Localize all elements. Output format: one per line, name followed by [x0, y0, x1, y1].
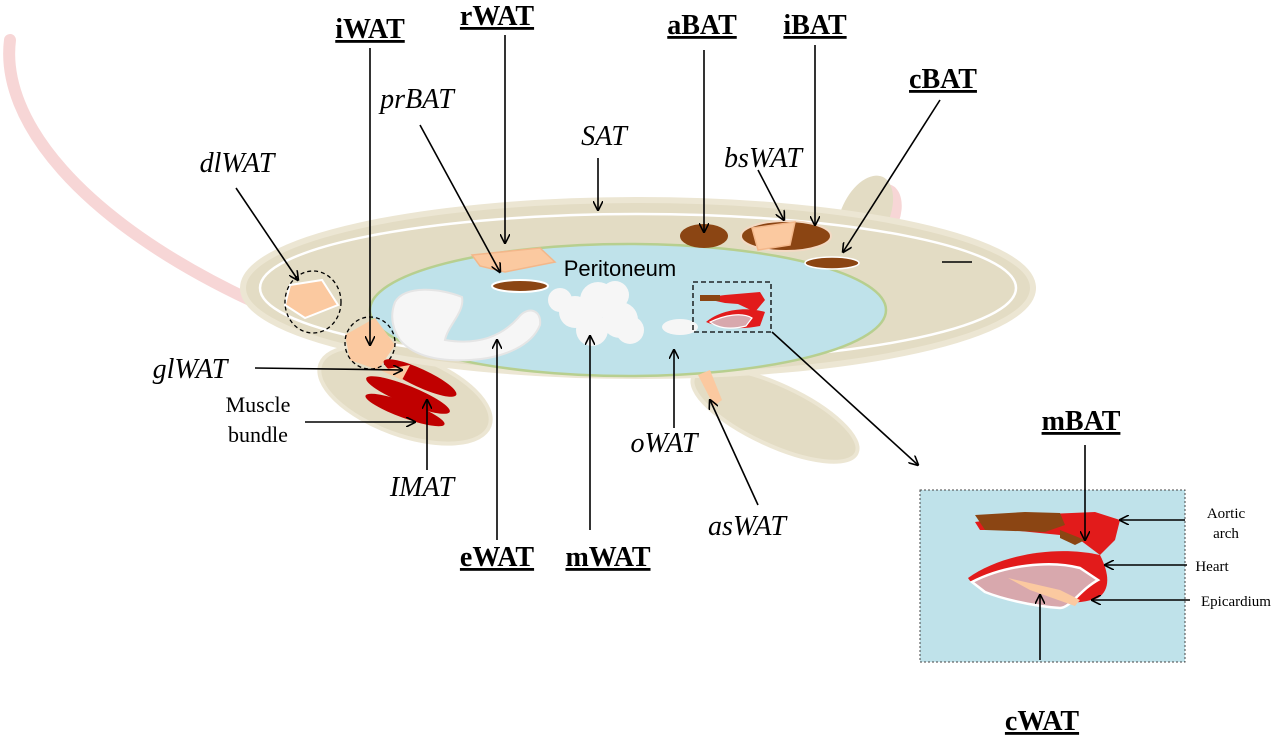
arrow-aswat: [710, 400, 759, 506]
abat-depot: [680, 224, 728, 248]
label-iwat: iWAT: [335, 14, 405, 45]
label-peritoneum: Peritoneum: [564, 256, 677, 281]
arrow-cbat: [843, 99, 941, 252]
mouse-tail: [3, 34, 256, 306]
prbat-depot: [491, 279, 549, 293]
arrow-prbat: [419, 124, 500, 272]
ewat-depot: [391, 288, 542, 362]
owat-depot: [662, 319, 698, 335]
cbat-depot: [804, 256, 860, 270]
label-muscle-bundle-line1: Muscle: [226, 392, 291, 417]
mwat-depot: [548, 281, 644, 346]
label-aortic-arch-line2: arch: [1213, 526, 1239, 542]
label-dlwat: dlWAT: [200, 148, 277, 179]
label-abat: aBAT: [667, 10, 737, 41]
heart-large: [968, 512, 1120, 610]
dlwat-highlight: [284, 270, 342, 334]
label-ibat: iBAT: [783, 10, 847, 41]
arrow-bswat: [757, 169, 784, 220]
label-rwat: rWAT: [460, 1, 534, 32]
label-mwat: mWAT: [565, 542, 650, 573]
label-sat: SAT: [581, 121, 629, 152]
heart-small: [700, 292, 765, 329]
label-owat: oWAT: [630, 428, 699, 459]
label-ewat: eWAT: [460, 542, 534, 573]
arrow-glwat: [254, 368, 402, 370]
aswat-depot: [698, 370, 722, 406]
dlwat-depot: [283, 278, 340, 320]
label-glwat: glWAT: [153, 354, 230, 385]
label-heart: Heart: [1195, 559, 1229, 575]
label-epicardium: Epicardium: [1201, 594, 1271, 610]
label-aortic-arch-line1: Aortic: [1207, 506, 1246, 522]
label-bswat: bsWAT: [724, 143, 804, 174]
label-imat: IMAT: [389, 472, 457, 503]
label-mbat: mBAT: [1042, 406, 1121, 437]
arrow-zoom: [771, 331, 918, 465]
label-cbat: cBAT: [909, 64, 977, 95]
label-prbat: prBAT: [378, 84, 456, 115]
bswat-depot: [751, 221, 796, 251]
arrow-dlwat: [235, 187, 298, 280]
label-muscle-bundle-line2: bundle: [228, 422, 288, 447]
label-aswat: asWAT: [708, 511, 788, 542]
label-cwat: cWAT: [1005, 706, 1079, 737]
